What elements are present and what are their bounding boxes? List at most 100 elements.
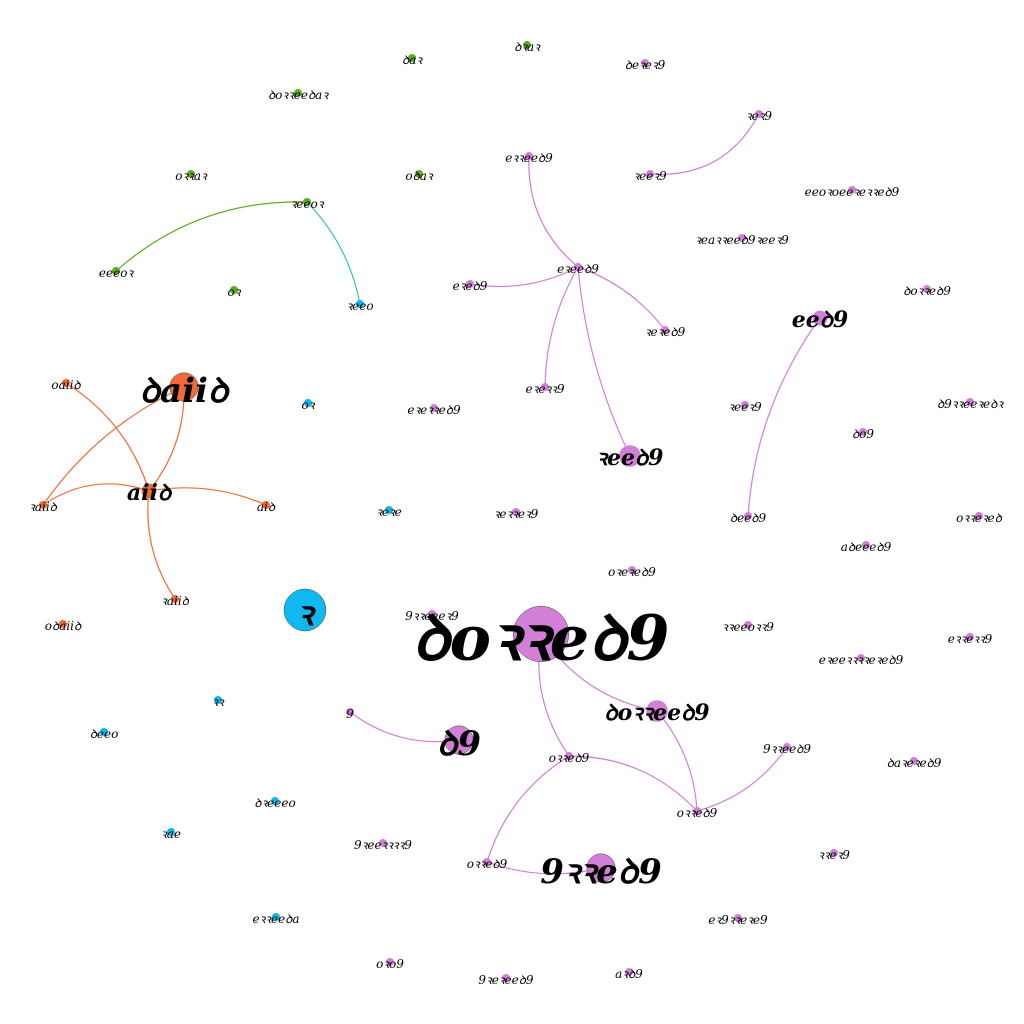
node-p6[interactable]: [738, 234, 746, 242]
node-p38[interactable]: [830, 849, 838, 857]
node-o1[interactable]: [62, 379, 70, 387]
node-p11[interactable]: [661, 326, 669, 334]
node-p30[interactable]: [646, 700, 668, 722]
node-label-p10: eeꝺ9: [792, 307, 848, 333]
node-p41[interactable]: [502, 974, 510, 982]
node-p23[interactable]: [428, 610, 436, 618]
node-p4[interactable]: [646, 170, 654, 178]
node-p13[interactable]: [741, 401, 749, 409]
node-label-g7: eeeoꝛ: [99, 266, 135, 280]
node-p20[interactable]: [975, 512, 983, 520]
node-p2[interactable]: [755, 110, 763, 118]
node-p1[interactable]: [641, 59, 649, 67]
node-g7[interactable]: [112, 267, 120, 275]
node-p3[interactable]: [525, 152, 533, 160]
node-label-p19: ꝺeeꝺ9: [730, 511, 767, 525]
node-o4[interactable]: [141, 483, 157, 499]
node-label-p40: oꝛo9: [376, 957, 404, 971]
node-label-p11: ꝛeꝛeꝺ9: [645, 325, 686, 339]
node-p14[interactable]: [430, 404, 438, 412]
node-o3[interactable]: [39, 501, 47, 509]
node-label-p3: eꝛꝛeeꝺ9: [505, 151, 553, 165]
node-p32[interactable]: [783, 743, 791, 751]
node-p40[interactable]: [386, 958, 394, 966]
node-g6[interactable]: [303, 198, 311, 206]
edge-p8-p12: [544, 266, 579, 388]
node-label-o7: oꝺaiiꝺ: [45, 619, 82, 633]
edge-g6-b1: [306, 201, 361, 305]
node-p34[interactable]: [693, 807, 701, 815]
node-b5[interactable]: [214, 696, 222, 704]
node-p5[interactable]: [848, 186, 856, 194]
node-label-p41: 9ꝛeꝛeeꝺ9: [478, 973, 534, 987]
node-p29[interactable]: [444, 725, 474, 755]
node-label-p34: oꝛꝛeꝺ9: [677, 806, 718, 820]
node-p25[interactable]: [744, 621, 752, 629]
node-b4[interactable]: [283, 588, 327, 632]
node-p28[interactable]: [346, 708, 354, 716]
node-p18[interactable]: [512, 508, 520, 516]
node-p15[interactable]: [966, 398, 974, 406]
node-p24[interactable]: [512, 605, 570, 663]
node-label-b2: oꝛ: [302, 398, 316, 412]
node-p9[interactable]: [923, 285, 931, 293]
node-g5[interactable]: [415, 170, 423, 178]
node-p19[interactable]: [744, 512, 752, 520]
node-label-p1: ꝺeꝛeꝛ9: [625, 58, 666, 72]
node-p8[interactable]: [574, 263, 582, 271]
node-label-o3: ꝛaiiꝺ: [29, 500, 58, 514]
node-o7[interactable]: [59, 620, 67, 628]
nodes-layer: [39, 41, 983, 982]
node-p21[interactable]: [862, 541, 870, 549]
node-g4[interactable]: [187, 170, 195, 178]
node-p36[interactable]: [483, 858, 491, 866]
node-b2[interactable]: [304, 399, 312, 407]
node-p42[interactable]: [625, 968, 633, 976]
node-p12[interactable]: [541, 383, 549, 391]
node-o6[interactable]: [171, 595, 179, 603]
node-p7[interactable]: [466, 280, 474, 288]
node-label-b8: ꝛae: [161, 827, 181, 841]
node-g3[interactable]: [294, 89, 302, 97]
node-label-p39: eꝛ9ꝛꝛeꝛe9: [708, 913, 768, 927]
node-p16[interactable]: [859, 428, 867, 436]
node-b7[interactable]: [271, 797, 279, 805]
node-label-p24: ꝺoꝛꝛeꝺ9: [413, 602, 670, 675]
node-o2[interactable]: [169, 372, 199, 402]
node-p33[interactable]: [910, 757, 918, 765]
node-p37[interactable]: [586, 853, 616, 883]
node-b1[interactable]: [356, 300, 364, 308]
node-p10[interactable]: [812, 310, 828, 326]
node-label-p22: oꝛeꝛeꝺ9: [608, 565, 656, 579]
node-label-p38: ꝛꝛeꝛ9: [818, 848, 850, 862]
node-b8[interactable]: [167, 828, 175, 836]
edge-p31-p34: [568, 755, 698, 812]
node-b3[interactable]: [385, 506, 393, 514]
node-label-o2: ꝺaiiꝺ: [140, 371, 230, 411]
node-g1[interactable]: [408, 54, 416, 62]
node-label-p12: eꝛeꝛꝛ9: [526, 382, 565, 396]
node-label-p26: eꝛꝛeꝛꝛ9: [948, 632, 993, 646]
node-label-p7: eꝛeꝺ9: [453, 279, 488, 293]
node-g2[interactable]: [523, 41, 531, 49]
edge-o1-o4: [65, 382, 150, 492]
node-label-g3: ꝺoꝛꝛeeꝺaꝛ: [268, 88, 329, 102]
node-label-g6: ꝛeeoꝛ: [291, 197, 325, 211]
node-p35[interactable]: [379, 839, 387, 847]
node-g8[interactable]: [230, 286, 238, 294]
node-p27[interactable]: [857, 654, 865, 662]
node-label-p28: 9: [346, 707, 354, 721]
node-p17[interactable]: [619, 445, 641, 467]
node-label-o1: oaiiꝺ: [51, 378, 81, 392]
node-b9[interactable]: [272, 913, 280, 921]
node-o5[interactable]: [262, 501, 270, 509]
node-p39[interactable]: [734, 914, 742, 922]
node-label-p33: ꝺaꝛeꝛeꝺ9: [887, 756, 942, 770]
node-label-b5: ꝛꝛ: [212, 695, 225, 709]
node-p31[interactable]: [565, 752, 573, 760]
node-label-p25: ꝛꝛeeoꝛꝛ9: [722, 620, 774, 634]
node-p26[interactable]: [966, 633, 974, 641]
node-p22[interactable]: [628, 566, 636, 574]
node-b6[interactable]: [100, 728, 108, 736]
node-label-p18: ꝛeꝛꝛeꝛ9: [494, 507, 539, 521]
